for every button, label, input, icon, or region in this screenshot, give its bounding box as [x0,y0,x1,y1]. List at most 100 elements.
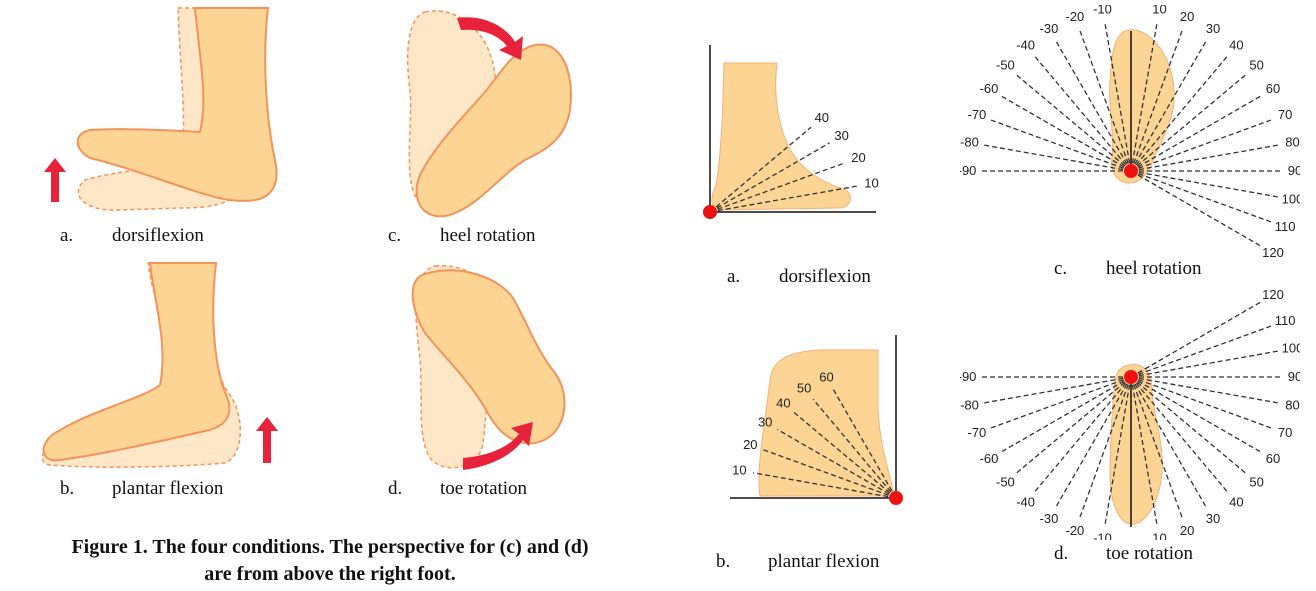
angle-label: 10 [1152,5,1166,17]
curved-arrow-icon [463,422,533,470]
angle-label: -30 [1040,511,1059,526]
angle-ray [1055,40,1132,172]
angle-label: -60 [980,81,999,96]
angle-label: -70 [968,107,987,122]
angle-label: 20 [851,150,865,165]
panel-label: heel rotation [440,225,536,246]
angle-ray [812,398,897,499]
angle-label: -20 [1066,523,1085,538]
angle-ray [1034,376,1132,493]
angle-ray [1130,376,1228,493]
angle-ray [1104,376,1132,525]
figure-1-caption: Figure 1. The four conditions. The persp… [10,534,650,588]
angle-ray [1130,376,1273,429]
angle-label: 50 [797,381,811,396]
fig1-panel-b-illustration [41,262,278,468]
angle-ray [1130,170,1262,247]
fig2-panel-d-diagram: -90-80-70-60-50-40-30-20-101020304050607… [960,290,1300,540]
angle-label: -70 [968,425,987,440]
pivot-dot-icon [889,491,903,505]
angle-label: 30 [834,128,848,143]
angle-ray [1130,376,1247,474]
caption-line-1: Figure 1. The four conditions. The persp… [71,536,589,558]
curved-arrow-icon [457,17,523,60]
angle-label: 40 [776,396,790,411]
angle-label: -50 [996,474,1015,489]
fig2-caption-d: d.toe rotation [1054,543,1193,565]
angle-label: -10 [1093,531,1112,541]
angle-ray [1079,29,1132,172]
angle-ray [1000,376,1132,453]
foot-shape [415,43,572,218]
angle-label: 10 [864,176,878,191]
angle-label: 70 [1278,107,1292,122]
angle-ray [1104,23,1132,172]
angle-ray [1034,55,1132,172]
angle-rays: -90-80-70-60-50-40-30-20-101020304050607… [960,290,1300,540]
angle-ray [709,162,846,213]
angle-label: 40 [1229,37,1243,52]
fig1-caption-a: a.dorsiflexion [60,225,204,247]
panel-letter: a. [60,225,74,246]
angle-ray [709,142,830,213]
angle-ray [1130,170,1279,198]
angle-ray [1130,301,1262,378]
angle-ray [1130,376,1207,508]
fig2-caption-c: c.heel rotation [1054,258,1202,280]
angle-label: 110 [1275,219,1296,234]
angle-ray [1130,74,1247,172]
angle-ray [1130,376,1279,404]
angle-label: 20 [1180,523,1194,538]
angle-label: 30 [1206,511,1220,526]
panel-letter: c. [388,225,402,246]
angle-label: 120 [1262,290,1284,302]
angle-label: -90 [960,369,976,384]
angle-ray [989,376,1132,429]
fig2-caption-a: a.dorsiflexion [727,266,871,288]
angle-label: 120 [1262,245,1284,260]
angle-ray [1130,119,1273,172]
angle-ray [709,185,858,213]
angle-ray [753,472,897,499]
angle-ray [1130,376,1262,453]
fig1-caption-b: b.plantar flexion [60,478,223,500]
angle-label: 60 [1266,451,1280,466]
foot-shape [76,7,278,202]
angle-ray [983,376,1132,404]
fig1-caption-d: d.toe rotation [388,478,527,500]
pivot-dot-icon [703,205,717,219]
panel-label: toe rotation [1106,543,1194,564]
angle-label: -30 [1040,21,1059,36]
foot-shape [42,262,231,462]
angle-ray [1130,29,1183,172]
panel-letter: b. [716,551,731,572]
panel-letter: d. [388,478,403,499]
angle-label: 90 [1288,369,1300,384]
angle-label: 50 [1249,58,1263,73]
fig2-caption-b: b.plantar flexion [716,551,879,573]
foot-shape [711,62,851,211]
angle-label: 40 [1229,495,1243,510]
angle-label: 10 [732,462,746,477]
angle-ray [1130,376,1183,519]
angle-label: 20 [1180,9,1194,24]
angle-ray [1130,40,1207,172]
angle-ray [1130,144,1279,172]
panel-label: heel rotation [1106,258,1202,279]
angle-label: 40 [815,110,829,125]
angle-label: 60 [819,370,833,385]
caption-line-2: are from above the right foot. [204,563,456,585]
angle-label: 20 [743,437,757,452]
angle-label: 60 [1266,81,1280,96]
pivot-dot-icon [1124,370,1138,384]
foot-shape [411,269,566,445]
angle-ray [1015,74,1132,172]
panel-label: plantar flexion [112,478,224,499]
angle-rays: -90-80-70-60-50-40-30-20-101020304050607… [960,5,1300,260]
angle-label: -50 [996,58,1015,73]
fig2-panel-c-diagram: -90-80-70-60-50-40-30-20-101020304050607… [960,5,1300,260]
angle-ray [1000,95,1132,172]
